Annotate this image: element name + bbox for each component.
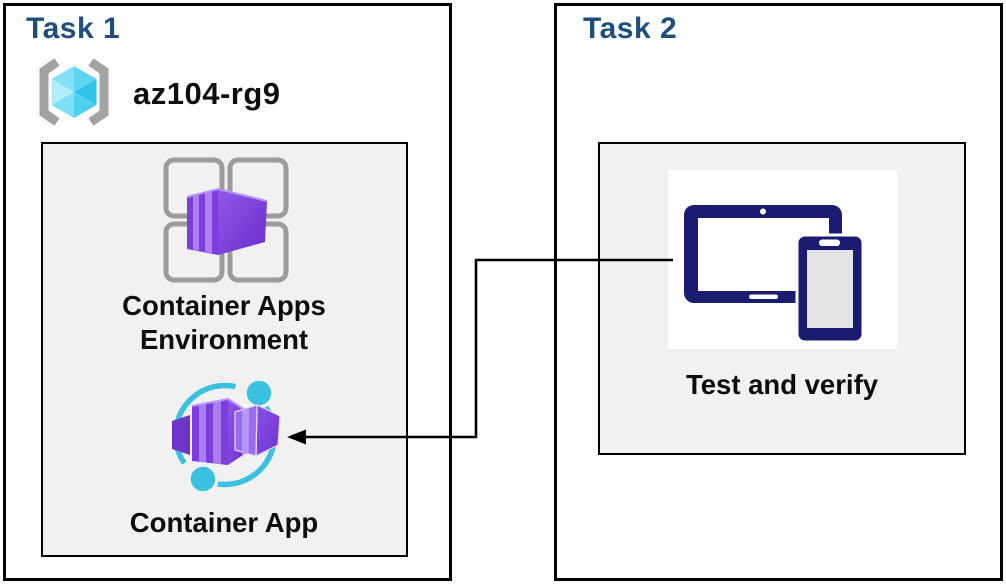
- resource-group-name: az104-rg9: [133, 76, 281, 111]
- devices-icon: [668, 170, 897, 349]
- container-apps-environment-icon: [160, 154, 295, 284]
- container-apps-environment-label: Container Apps Environment: [122, 290, 326, 355]
- test-and-verify-label: Test and verify: [685, 369, 879, 400]
- task1-title: Task 1: [26, 12, 121, 45]
- task2-title: Task 2: [583, 12, 678, 45]
- container-app-label: Container App: [129, 507, 319, 538]
- resource-group-icon: [30, 55, 118, 129]
- container-app-icon: [158, 373, 293, 503]
